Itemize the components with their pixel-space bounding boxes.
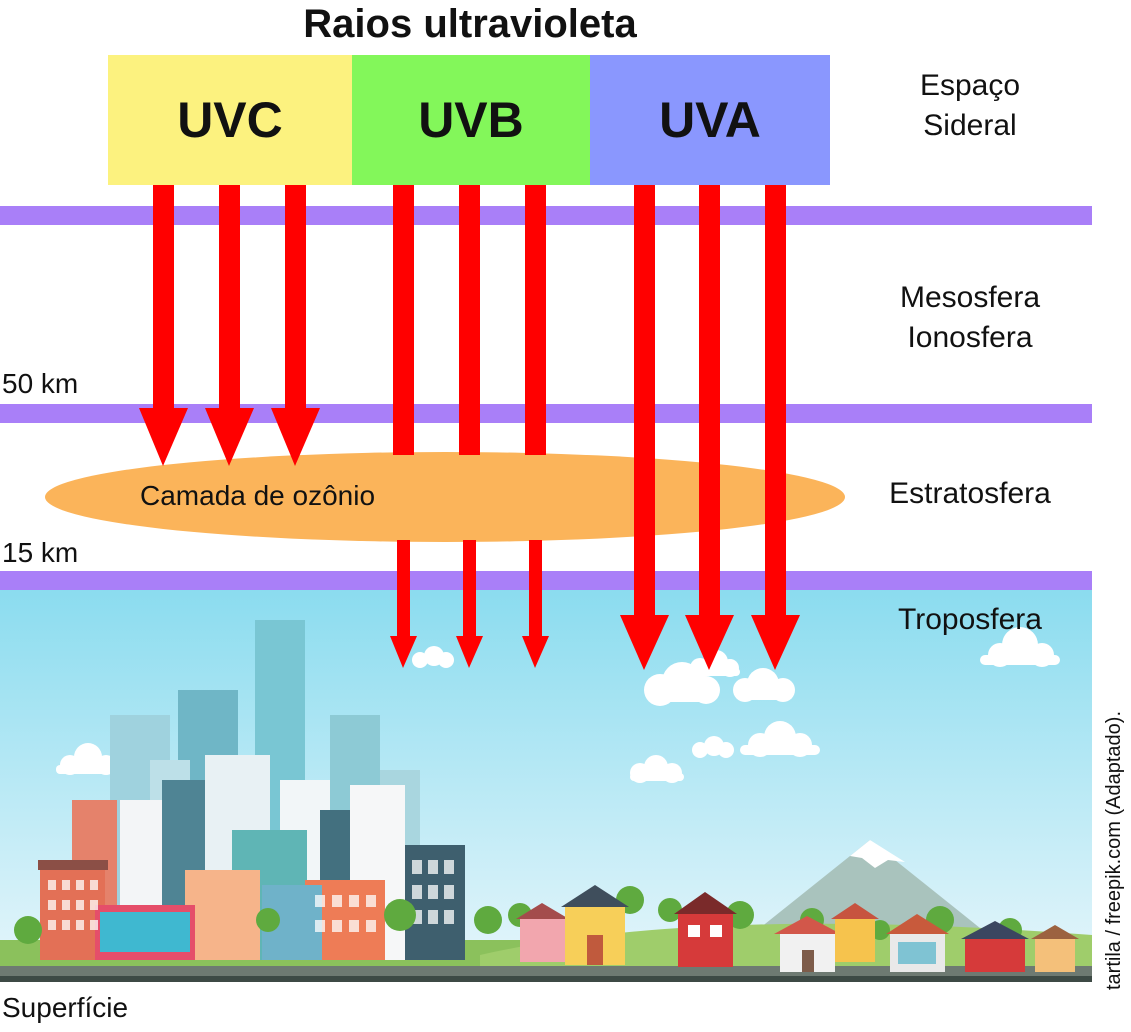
label-meso-line2: Ionosfera [907, 321, 1033, 354]
label-space-line2: Sideral [923, 109, 1017, 142]
altitude-50km: 50 km [2, 368, 79, 399]
uvb-arrow [456, 185, 483, 668]
image-credit: tartila / freepik.com (Adaptado). [1103, 710, 1125, 990]
road [0, 966, 1092, 976]
houses [516, 885, 1079, 972]
uvb-label: UVB [418, 92, 524, 148]
ozone-layer-label: Camada de ozônio [140, 480, 376, 511]
uva-arrow [751, 185, 800, 670]
uva-label: UVA [659, 92, 761, 148]
label-troposphere: Troposfera [898, 603, 1042, 636]
surface-label: Superfície [2, 992, 129, 1023]
uva-box: UVA [590, 55, 830, 185]
label-space-line1: Espaço [919, 69, 1021, 102]
uva-arrows [620, 185, 800, 670]
clouds [56, 627, 1060, 783]
altitude-15km: 15 km [2, 537, 79, 568]
uvb-box: UVB [352, 55, 590, 185]
uvc-arrow [205, 185, 254, 466]
uvc-arrow [139, 185, 188, 466]
uvc-label: UVC [177, 92, 283, 148]
uvb-arrows [390, 185, 549, 668]
label-stratosphere: Estratosfera [889, 477, 1051, 510]
diagram-title: Raios ultravioleta [303, 2, 637, 46]
label-mesosphere: Mesosfera Ionosfera [870, 278, 1070, 358]
uvb-arrow [390, 185, 417, 668]
uva-arrow [620, 185, 669, 670]
uvc-arrows [139, 185, 320, 466]
uvc-arrow [271, 185, 320, 466]
uvc-box: UVC [108, 55, 352, 185]
city-front-buildings [38, 755, 465, 960]
building-windows [48, 860, 454, 932]
band-15km [0, 571, 1092, 590]
uvb-arrow [522, 185, 549, 668]
label-meso-line1: Mesosfera [899, 281, 1041, 314]
label-space: Espaço Sideral [880, 66, 1060, 146]
uva-arrow [685, 185, 734, 670]
